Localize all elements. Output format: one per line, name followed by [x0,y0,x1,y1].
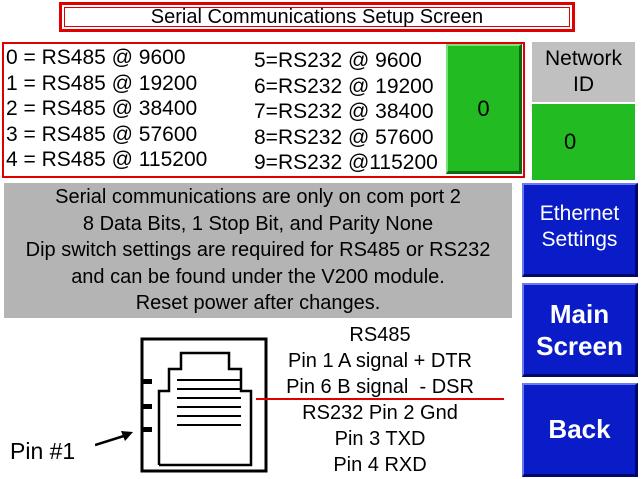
pin-1-label: Pin #1 [10,438,76,464]
pinout-line: Pin 4 RXD [333,454,427,476]
baud-options-right: 5=RS232 @ 9600 6=RS232 @ 19200 7=RS232 @… [254,48,438,176]
info-line: and can be found under the V200 module. [71,265,445,288]
ethernet-settings-button[interactable]: Ethernet Settings [522,183,638,277]
baud-option: 8=RS232 @ 57600 [254,125,434,149]
baud-option: 9=RS232 @115200 [254,151,438,174]
baud-option: 5=RS232 @ 9600 [254,49,422,72]
page-title: Serial Communications Setup Screen [150,5,484,28]
network-id-label: Network ID [532,42,635,102]
info-line: Dip switch settings are required for RS4… [25,239,491,261]
network-id-value: 0 [564,129,577,154]
pinout-line: RS232 Pin 2 Gnd [302,402,458,424]
baud-option: 4 = RS485 @ 115200 [6,148,208,171]
info-panel: Serial communications are only on com po… [4,183,512,318]
baud-option: 1 = RS485 @ 19200 [6,71,198,95]
pinout-line: Pin 3 TXD [334,428,426,450]
baud-options-panel [2,42,525,178]
main-screen-button[interactable]: Main Screen [522,283,638,377]
info-line: Reset power after changes. [135,292,381,314]
pinout-divider [256,398,504,400]
baud-option: 7=RS232 @ 38400 [254,100,434,123]
baud-option: 0 = RS485 @ 9600 [6,46,186,69]
pinout-line: Pin 6 B signal - DSR [286,376,474,398]
network-id-input[interactable]: 0 [532,104,635,180]
baud-option: 2 = RS485 @ 38400 [6,97,198,120]
rj-connector-diagram [95,337,268,473]
info-line: Serial communications are only on com po… [55,186,461,208]
baud-select-value: 0 [477,95,490,121]
baud-option: 3 = RS485 @ 57600 [6,122,198,146]
baud-option: 6=RS232 @ 19200 [254,74,434,98]
baud-select-button[interactable]: 0 [446,44,522,174]
pinout-line: RS485 [349,324,411,346]
baud-options-left: 0 = RS485 @ 9600 1 = RS485 @ 19200 2 = R… [6,45,207,173]
info-line: 8 Data Bits, 1 Stop Bit, and Parity None [82,212,434,235]
title-bar: Serial Communications Setup Screen [59,2,575,32]
pinout-list: RS485 Pin 1 A signal + DTR Pin 6 B signa… [270,322,490,478]
back-button[interactable]: Back [522,383,638,477]
pinout-line: Pin 1 A signal + DTR [288,350,472,372]
